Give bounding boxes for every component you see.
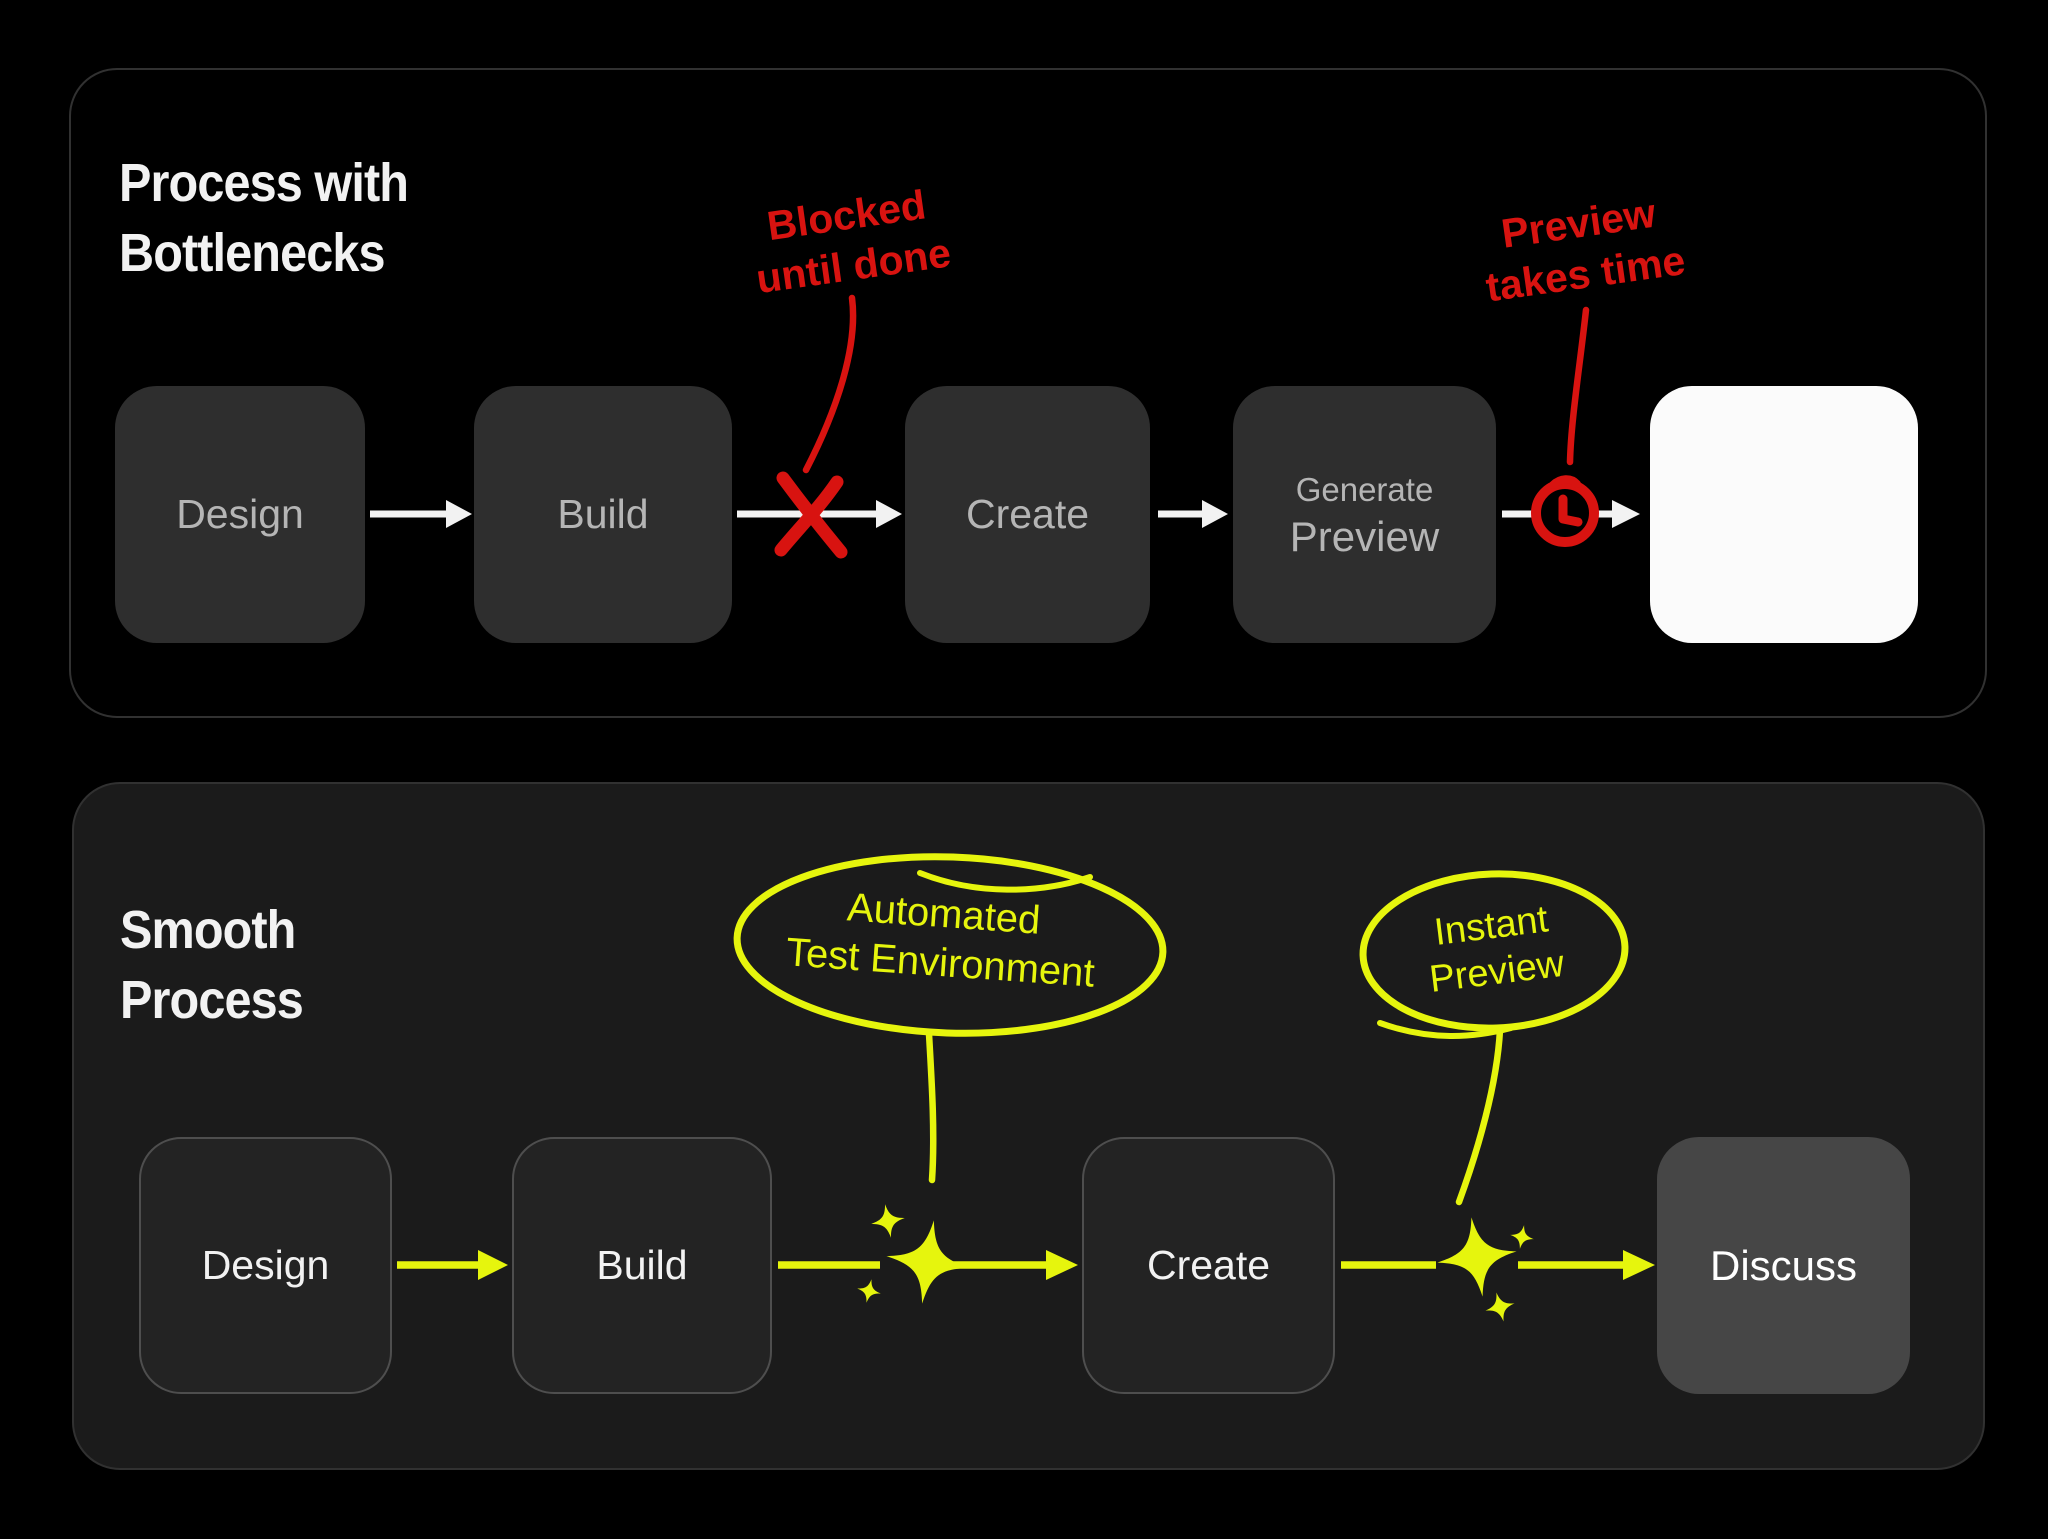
node-label-bottom: Preview — [1289, 512, 1440, 560]
smooth-title-line1: Smooth — [120, 900, 296, 960]
smooth-panel-title: Smooth Process — [120, 895, 304, 1035]
node-empty-white — [1650, 386, 1918, 643]
node-label: Design — [176, 491, 304, 537]
node-label-top: Generate — [1295, 470, 1434, 508]
node-design-bottleneck: Design — [115, 386, 365, 643]
node-label: Build — [596, 1242, 688, 1288]
node-build-bottleneck: Build — [474, 386, 732, 643]
bottleneck-title-line2: Bottlenecks — [119, 223, 385, 283]
bottleneck-title-line1: Process with — [119, 153, 409, 213]
node-label: Design — [201, 1242, 330, 1288]
node-design-smooth: Design — [139, 1137, 392, 1394]
node-label: Create — [1146, 1242, 1271, 1288]
node-create-bottleneck: Create — [905, 386, 1150, 643]
smooth-title-line2: Process — [120, 970, 304, 1030]
node-build-smooth: Build — [512, 1137, 772, 1394]
bottleneck-panel-title: Process with Bottlenecks — [119, 148, 409, 288]
node-discuss: Discuss — [1657, 1137, 1910, 1394]
node-create-smooth: Create — [1082, 1137, 1335, 1394]
node-label: Discuss — [1709, 1241, 1858, 1289]
node-label: Create — [965, 491, 1090, 537]
node-generate-preview: Generate Preview — [1233, 386, 1496, 643]
node-label: Build — [557, 491, 649, 537]
